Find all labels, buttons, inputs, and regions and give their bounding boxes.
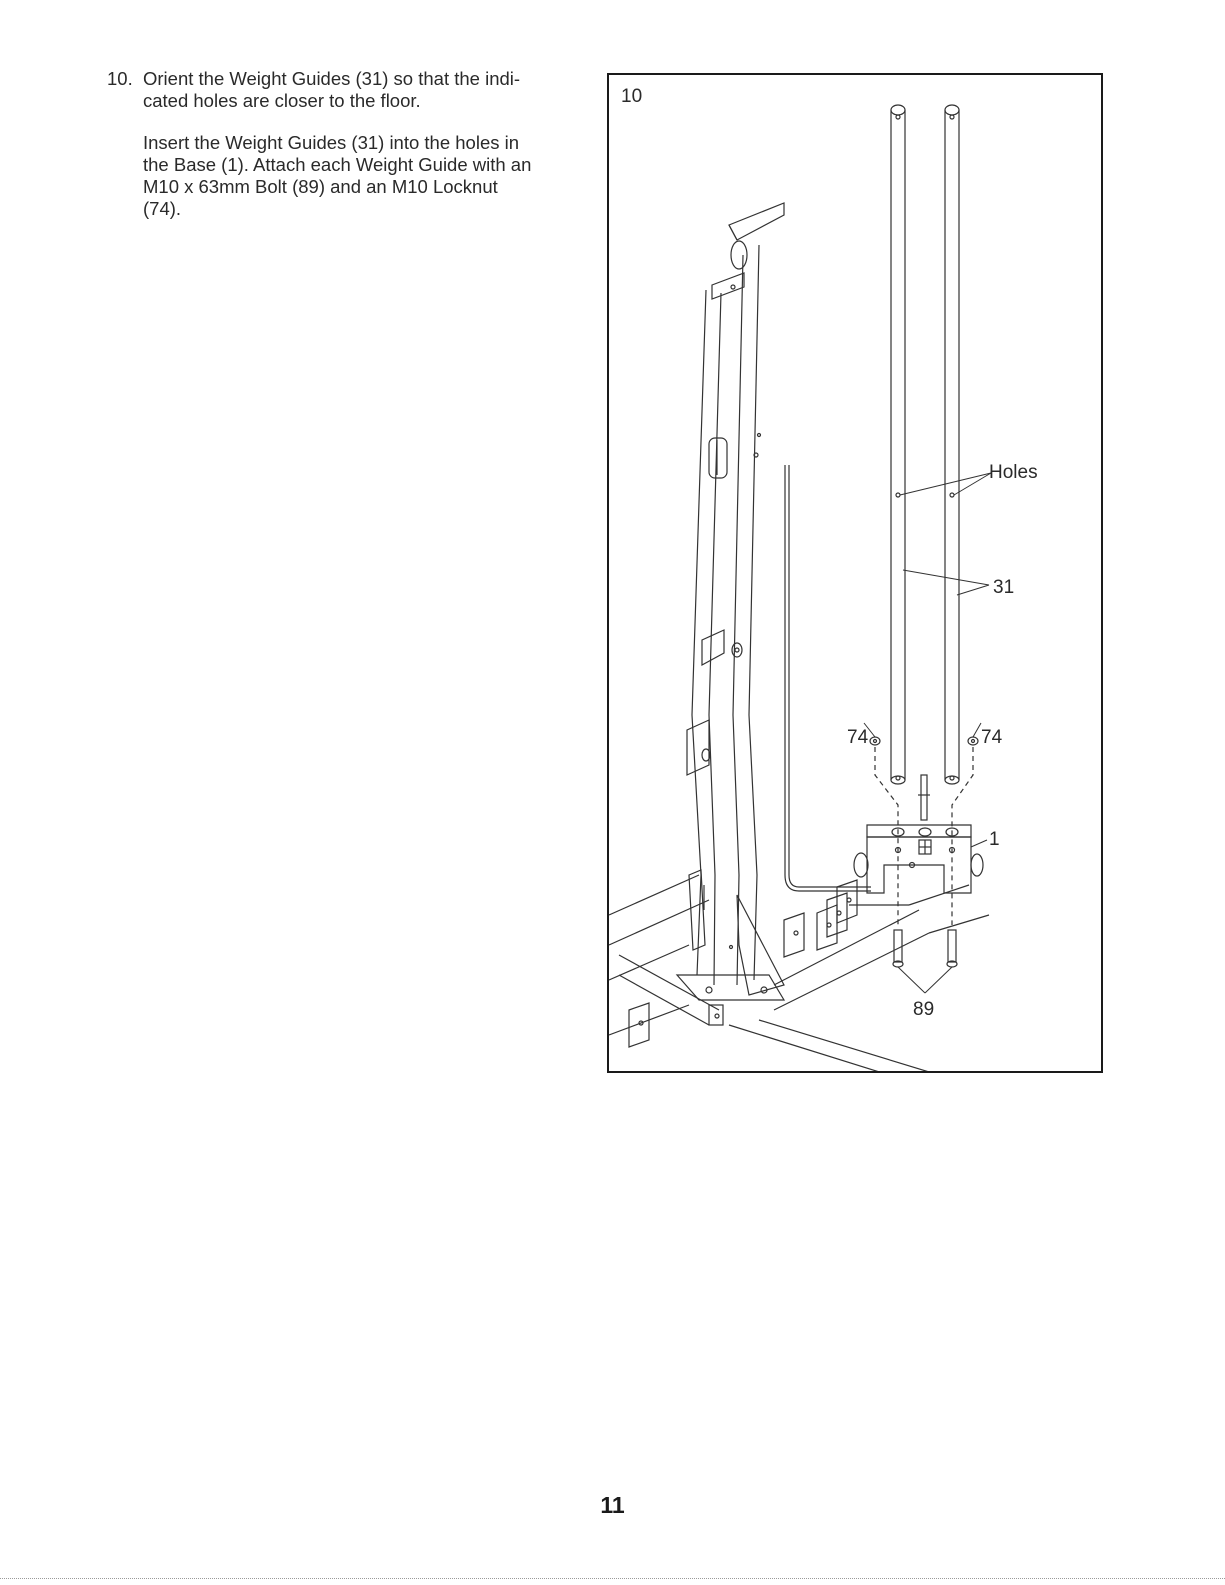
page-divider bbox=[0, 1578, 1225, 1579]
assembly-drawing: 10 Holes 31 74 74 1 89 bbox=[609, 75, 1103, 1073]
cable bbox=[789, 465, 871, 887]
callout-bolts: 89 bbox=[913, 999, 934, 1020]
callout-locknut-right: 74 bbox=[981, 727, 1003, 748]
step-instructions: 10.Orient the Weight Guides (31) so that… bbox=[107, 68, 577, 220]
instruction-line: the Base (1). Attach each Weight Guide w… bbox=[143, 154, 531, 175]
callout-base: 1 bbox=[989, 829, 1000, 850]
instruction-paragraph-orient: 10.Orient the Weight Guides (31) so that… bbox=[107, 68, 577, 112]
page-number: 11 bbox=[0, 1492, 1225, 1519]
instruction-line: M10 x 63mm Bolt (89) and an M10 Locknut bbox=[143, 176, 498, 197]
leader-lines bbox=[864, 473, 991, 993]
figure-step-label: 10 bbox=[621, 86, 642, 107]
weight-guides bbox=[891, 105, 959, 784]
base-plate bbox=[854, 775, 983, 893]
instruction-line: cated holes are closer to the floor. bbox=[143, 90, 421, 111]
instruction-line: (74). bbox=[143, 198, 181, 219]
callout-locknut-left: 74 bbox=[847, 727, 869, 748]
step-number: 10. bbox=[107, 68, 143, 90]
instruction-line: Insert the Weight Guides (31) into the h… bbox=[143, 132, 519, 153]
assembly-figure: 10 Holes 31 74 74 1 89 bbox=[607, 73, 1103, 1073]
upright-frame-tube bbox=[677, 203, 784, 1025]
instruction-paragraph-insert: Insert the Weight Guides (31) into the h… bbox=[107, 132, 577, 220]
instruction-line: Orient the Weight Guides (31) so that th… bbox=[143, 68, 520, 89]
callout-holes: Holes bbox=[989, 462, 1038, 483]
locknuts bbox=[870, 737, 978, 745]
callout-weight-guides: 31 bbox=[993, 577, 1014, 598]
base-frame-rails bbox=[609, 875, 989, 1073]
